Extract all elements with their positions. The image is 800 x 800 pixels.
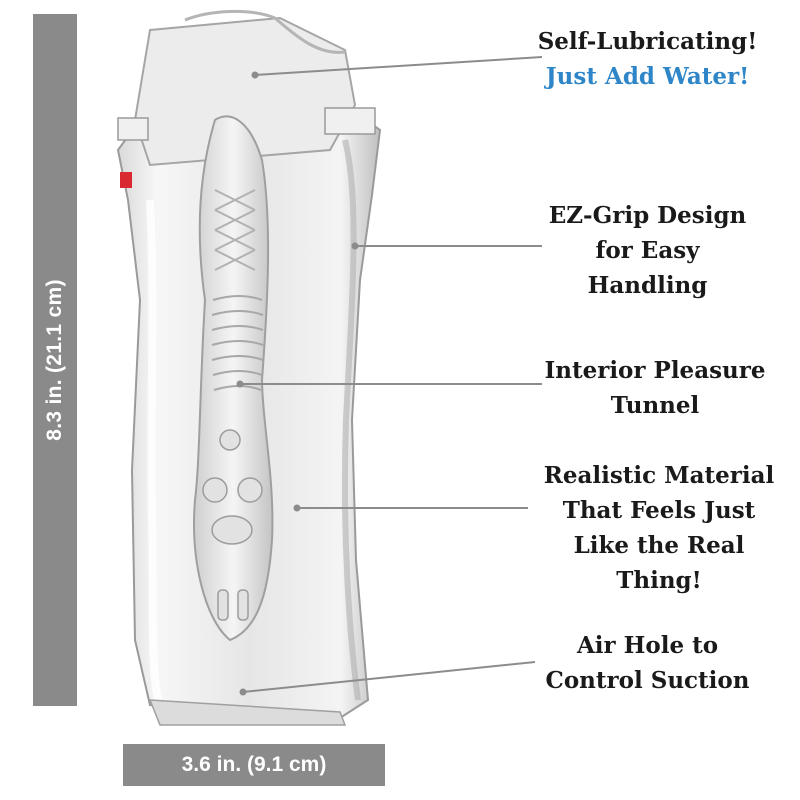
callout-grip: EZ-Grip Design for Easy Handling (535, 198, 760, 303)
callout-material-line-3: Like the Real Thing! (573, 532, 745, 594)
leader-line-airhole (242, 661, 536, 693)
width-dimension-label: 3.6 in. (9.1 cm) (181, 753, 327, 776)
callout-grip-line-2: for Easy (595, 237, 700, 264)
callout-grip-line-1: EZ-Grip Design (548, 202, 747, 229)
callout-material-line-1: Realistic Material (543, 462, 775, 489)
callout-lubricating: Self-Lubricating! Just Add Water! (535, 24, 760, 94)
inner-sleeve (193, 115, 274, 642)
callout-airhole-line-1: Air Hole to (576, 632, 719, 659)
callout-tunnel: Interior Pleasure Tunnel (535, 353, 775, 423)
leader-line-lubricating (254, 56, 543, 76)
callout-tunnel-line-2: Tunnel (610, 392, 700, 419)
callout-material: Realistic Material That Feels Just Like … (528, 458, 790, 598)
product-illustration (116, 10, 382, 726)
callout-airhole: Air Hole to Control Suction (535, 628, 760, 698)
callout-tunnel-line-1: Interior Pleasure (544, 357, 766, 384)
callout-airhole-line-2: Control Suction (545, 667, 750, 694)
callout-material-line-2: That Feels Just (562, 497, 756, 524)
height-dimension-bar: 8.3 in. (21.1 cm) (33, 14, 77, 706)
callout-lubricating-accent: Just Add Water! (545, 63, 750, 90)
callout-lubricating-line-1: Self-Lubricating! (537, 28, 758, 55)
width-dimension-bar: 3.6 in. (9.1 cm) (123, 744, 385, 786)
callout-grip-line-3: Handling (587, 272, 708, 299)
